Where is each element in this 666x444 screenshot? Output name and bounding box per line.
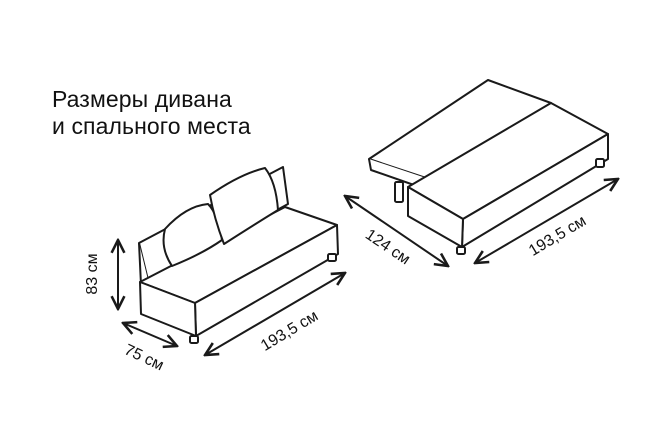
sofa-cushion-right	[209, 167, 279, 245]
sofa-depth-label: 75 см	[122, 342, 167, 375]
sofa-depth-arrow	[123, 323, 177, 346]
sofa-leg	[327, 253, 337, 262]
bed-length-label: 193,5 см	[526, 213, 589, 260]
diagram-title: Размеры дивана и спального места	[52, 86, 251, 140]
title-line-2: и спального места	[52, 113, 251, 139]
bed-leg	[595, 158, 605, 168]
sofa-length-label: 193,5 см	[258, 308, 321, 355]
title-line-1: Размеры дивана	[52, 86, 232, 112]
dimension-lines	[118, 179, 618, 355]
sofa-leg	[189, 335, 199, 344]
bed-depth-label: 124 см	[362, 226, 413, 268]
bed-length-arrow	[475, 179, 618, 263]
bed-leg	[456, 246, 466, 255]
sofa-height-label: 83 см	[84, 253, 101, 294]
bed-depth-arrow	[345, 196, 448, 266]
sofa-length-arrow	[205, 273, 345, 355]
bed-leg	[394, 181, 404, 203]
